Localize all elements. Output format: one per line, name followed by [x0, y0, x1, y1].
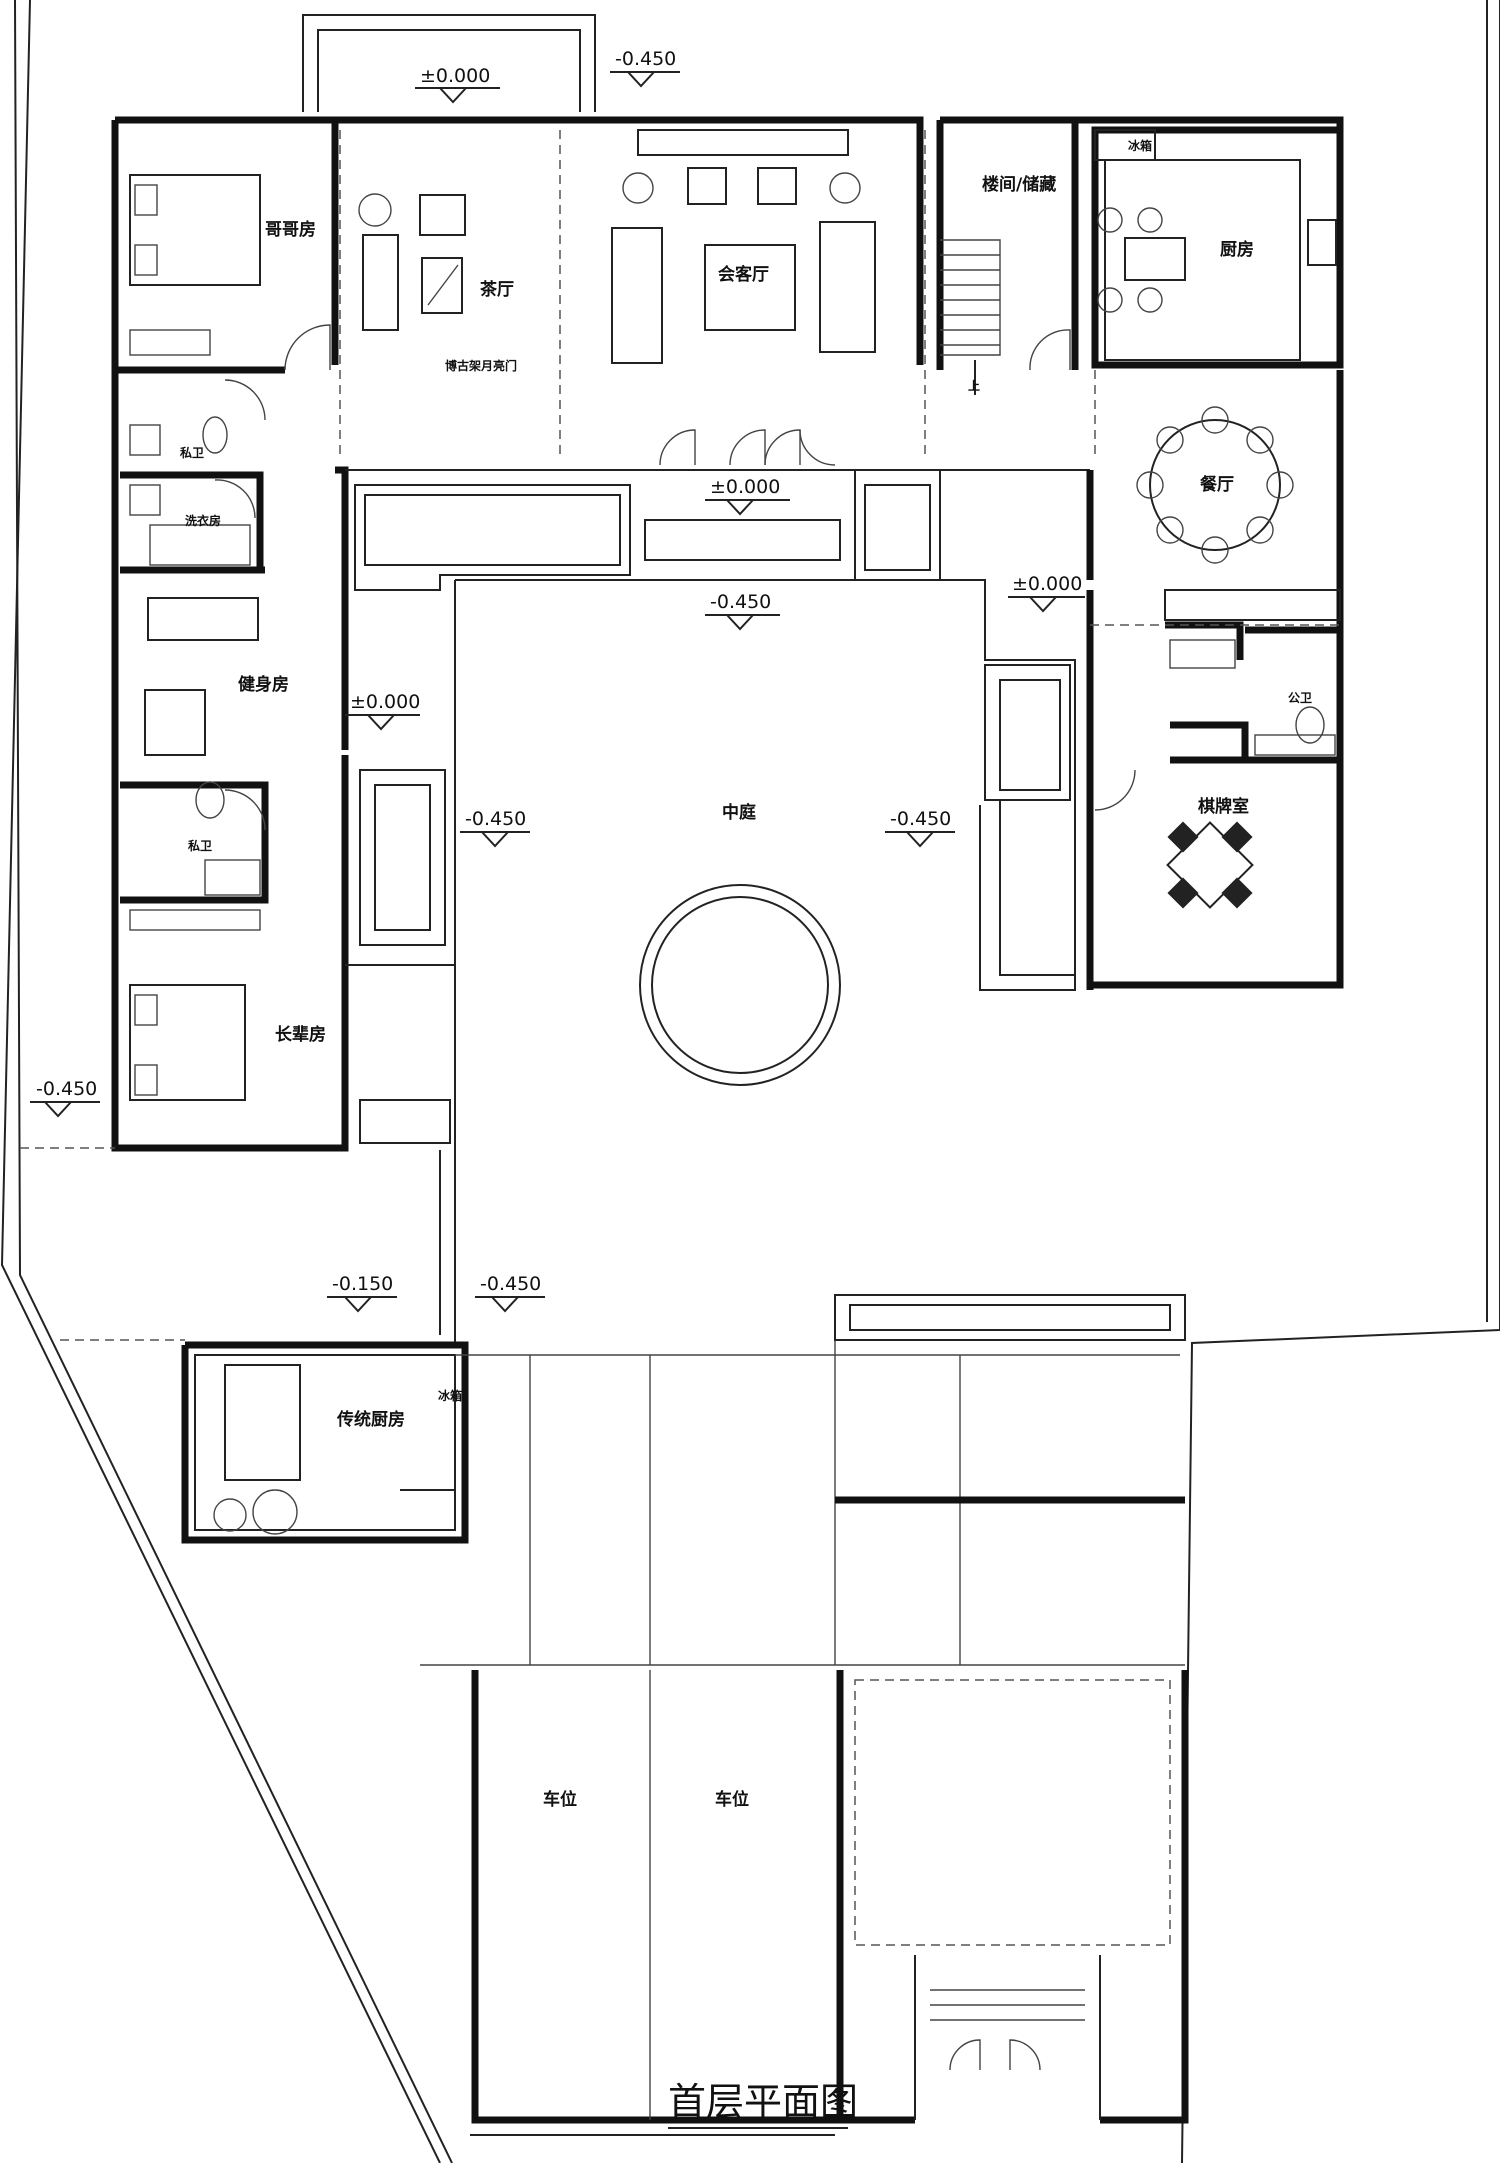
label-bookshelf-door: 博古架月亮门 [445, 358, 517, 373]
level-value: -0.450 [615, 48, 676, 70]
level-marker-courtyard-right: -0.450 [885, 808, 955, 848]
room-public-bath: 公卫 [1288, 691, 1312, 705]
room-private-bath-top: 私卫 [179, 445, 204, 460]
courtyard-pool [639, 884, 841, 1086]
room-private-bath-bottom: 私卫 [187, 838, 212, 853]
level-marker-moon-door: ±0.000 [705, 476, 790, 516]
level-value: -0.150 [332, 1273, 393, 1295]
level-marker-courtyard-top: -0.450 [705, 591, 780, 631]
room-parking-1: 车位 [543, 1789, 577, 1810]
level-marker-entry-top: ±0.000 [415, 65, 500, 104]
room-courtyard: 中庭 [722, 802, 756, 823]
level-marker-gallery-left: ±0.000 [345, 691, 420, 731]
level-marker-yard-lower: -0.450 [475, 1273, 545, 1313]
parking-area [420, 1294, 1189, 2136]
building-walls [111, 116, 1344, 1152]
entry-porch [302, 14, 596, 112]
room-stair-storage: 楼间/储藏 [982, 174, 1056, 195]
room-tea-hall: 茶厅 [480, 279, 514, 300]
room-living: 会客厅 [718, 264, 769, 285]
doors [214, 324, 1136, 2071]
courtyard-walls [345, 469, 1076, 1345]
room-brother: 哥哥房 [265, 219, 316, 240]
level-marker-courtyard-left: -0.450 [460, 808, 530, 848]
room-gym: 健身房 [238, 674, 289, 695]
level-value: ±0.000 [1012, 573, 1082, 595]
level-value: -0.450 [36, 1078, 97, 1100]
zone-dashes [20, 130, 1340, 1341]
level-marker-outside-left: -0.450 [30, 1078, 100, 1118]
label-fridge-main: 冰箱 [1128, 138, 1152, 153]
level-marker-outside-top: -0.450 [610, 48, 680, 88]
level-value: -0.450 [480, 1273, 541, 1295]
room-parking-2: 车位 [715, 1789, 749, 1810]
stair [940, 239, 1001, 395]
room-elder: 长辈房 [275, 1024, 326, 1045]
label-stair-up: 上 [968, 378, 980, 393]
room-laundry: 洗衣房 [185, 513, 221, 528]
level-value: -0.450 [890, 808, 951, 830]
room-chess: 棋牌室 [1198, 796, 1249, 817]
level-value: -0.450 [710, 591, 771, 613]
level-marker-dining-step: ±0.000 [1008, 573, 1085, 613]
traditional-kitchen-walls [181, 1341, 469, 1544]
level-value: ±0.000 [420, 65, 490, 87]
drawing-title: 首层平面图 [668, 2080, 858, 2124]
label-fridge-trad: 冰箱 [438, 1388, 462, 1403]
room-kitchen: 厨房 [1220, 239, 1254, 260]
level-value: -0.450 [465, 808, 526, 830]
room-traditional-kitchen: 传统厨房 [336, 1409, 405, 1430]
level-value: ±0.000 [710, 476, 780, 498]
room-dining: 餐厅 [1200, 474, 1234, 495]
level-marker-trad-kitchen: -0.150 [327, 1273, 397, 1313]
level-value: ±0.000 [350, 691, 420, 713]
